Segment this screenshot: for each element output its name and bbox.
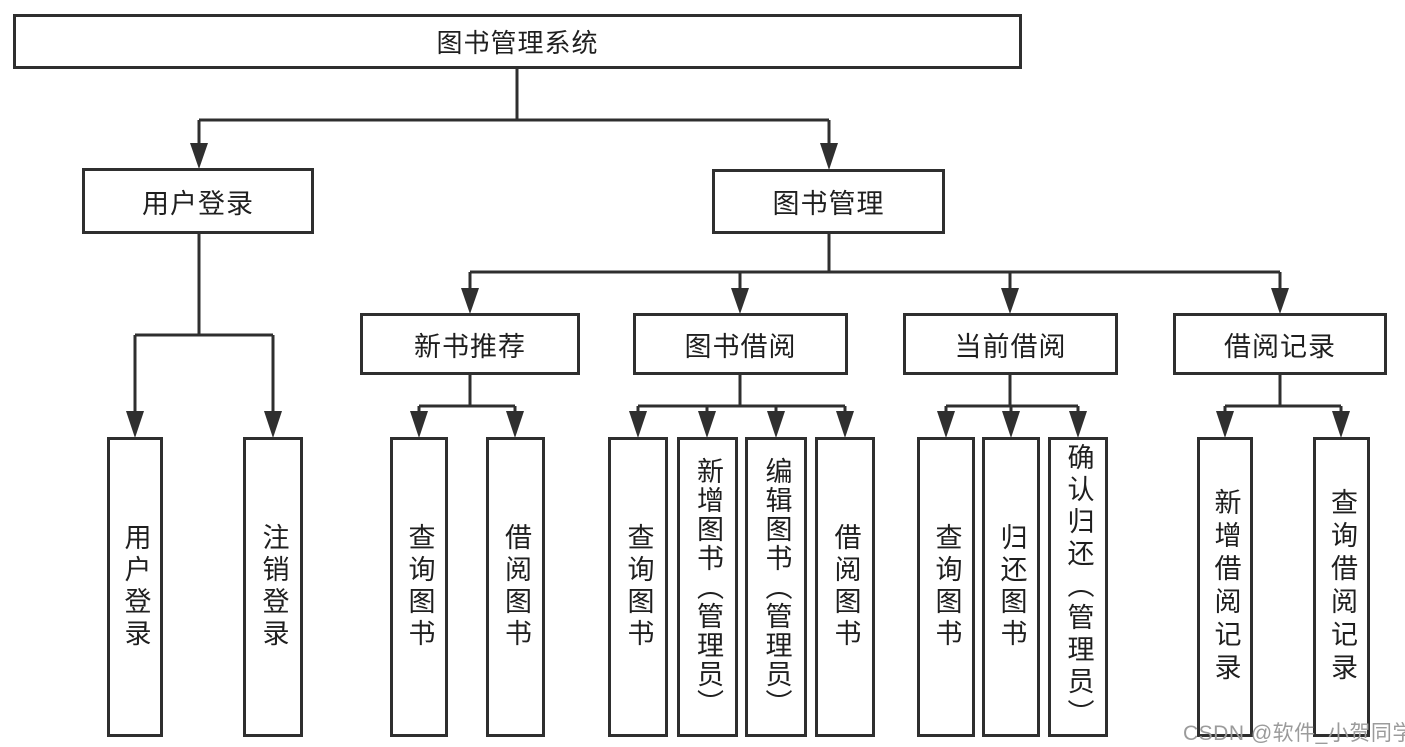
- leaf-query-borrow-record: 查询借阅记录: [1313, 437, 1370, 737]
- node-book-borrow: 图书借阅: [633, 313, 848, 375]
- node-borrow-records: 借阅记录: [1173, 313, 1387, 375]
- node-label: 注销登录: [258, 523, 289, 651]
- node-book-management: 图书管理: [712, 169, 945, 234]
- node-label: 图书管理系统: [436, 28, 599, 58]
- leaf-borrow-books: 借阅图书: [815, 437, 875, 737]
- node-label: 当前借阅: [954, 331, 1067, 362]
- node-label: 新增借阅记录: [1210, 488, 1241, 686]
- node-label: 新增图书（管理员）: [693, 456, 723, 718]
- leaf-query-books-recommend: 查询图书: [390, 437, 448, 737]
- leaf-return-books: 归还图书: [982, 437, 1040, 737]
- node-library-management-system: 图书管理系统: [13, 14, 1022, 69]
- leaf-add-borrow-record: 新增借阅记录: [1197, 437, 1253, 737]
- leaf-add-book-admin: 新增图书（管理员）: [677, 437, 738, 737]
- arrowheads: [126, 143, 1350, 438]
- node-label: 借阅记录: [1224, 331, 1336, 362]
- node-user-login: 用户登录: [82, 168, 314, 234]
- node-new-book-recommend: 新书推荐: [360, 313, 580, 375]
- leaf-borrow-books-recommend: 借阅图书: [486, 437, 545, 737]
- node-label: 借阅图书: [501, 523, 531, 651]
- node-label: 确认归还（管理员）: [1063, 443, 1094, 731]
- node-label: 借阅图书: [830, 523, 861, 651]
- node-label: 图书管理: [772, 189, 885, 219]
- leaf-logout: 注销登录: [243, 437, 303, 737]
- node-label: 编辑图书（管理员）: [761, 456, 792, 718]
- node-label: 查询图书: [931, 523, 962, 651]
- leaf-confirm-return-admin: 确认归还（管理员）: [1048, 437, 1108, 737]
- node-label: 归还图书: [996, 523, 1027, 651]
- node-label: 用户登录: [120, 523, 151, 651]
- leaf-query-books-borrow: 查询图书: [608, 437, 668, 737]
- csdn-watermark: CSDN @软件_小贺同学: [1183, 722, 1405, 745]
- node-current-borrow: 当前借阅: [903, 313, 1118, 375]
- node-label: 用户登录: [142, 188, 254, 219]
- node-label: 新书推荐: [414, 331, 526, 362]
- leaf-query-books-current: 查询图书: [917, 437, 975, 737]
- leaf-edit-book-admin: 编辑图书（管理员）: [745, 437, 807, 737]
- node-label: 图书借阅: [684, 331, 797, 362]
- node-label: 查询借阅记录: [1327, 488, 1357, 686]
- node-label: 查询图书: [623, 523, 654, 651]
- node-label: 查询图书: [404, 523, 435, 651]
- leaf-user-login: 用户登录: [107, 437, 163, 737]
